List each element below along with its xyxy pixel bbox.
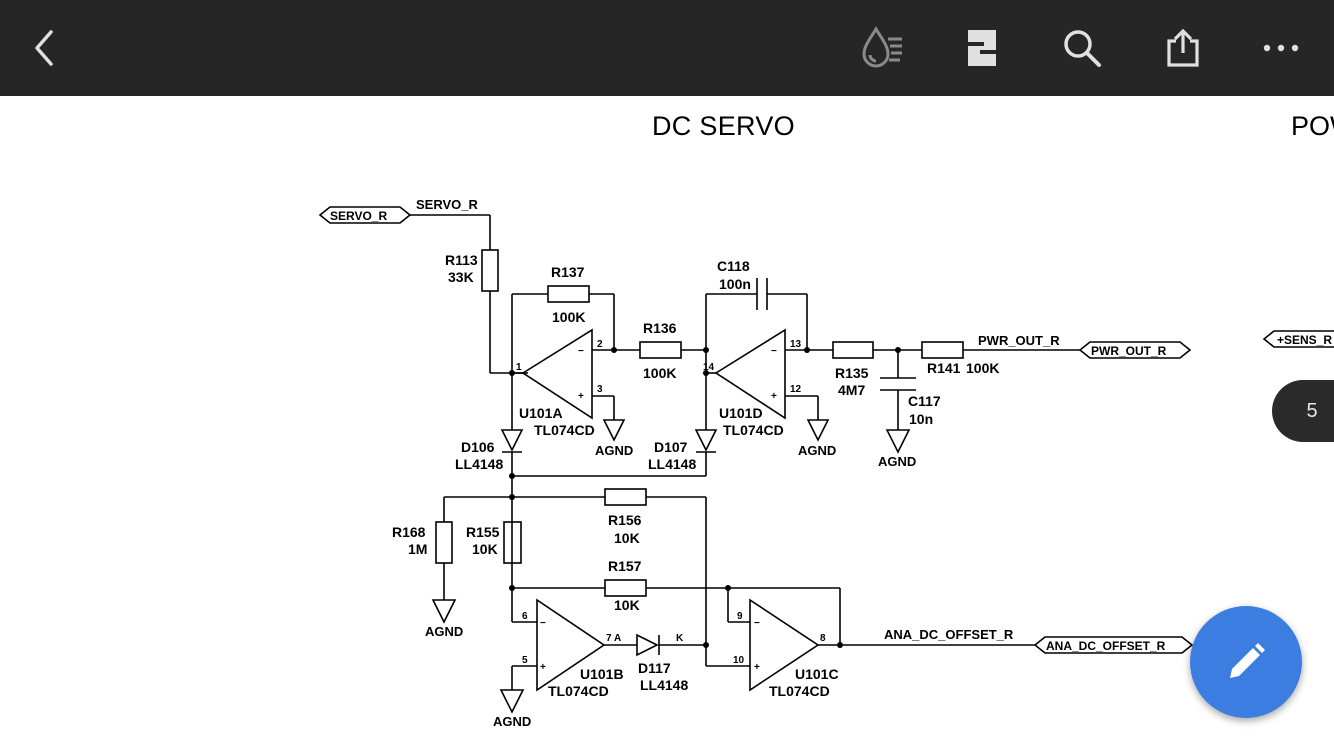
pencil-icon: [1230, 643, 1265, 678]
share-button[interactable]: [1153, 18, 1213, 78]
ink-drop-icon: [862, 26, 902, 68]
search-icon: [1064, 30, 1101, 67]
top-toolbar: [0, 0, 1334, 96]
edit-fab-button[interactable]: [1190, 606, 1302, 718]
page-indicator[interactable]: 5: [1272, 380, 1334, 442]
document-viewer[interactable]: [0, 96, 1334, 750]
back-button[interactable]: [14, 18, 74, 78]
adjacent-page-title: POW: [1291, 111, 1334, 141]
search-button[interactable]: [1052, 18, 1112, 78]
chevron-left-icon: [35, 30, 53, 66]
more-button[interactable]: [1251, 18, 1311, 78]
ink-mode-button[interactable]: [852, 18, 912, 78]
more-dots-icon: [1263, 44, 1299, 52]
reflow-button[interactable]: [952, 18, 1012, 78]
share-icon: [1167, 28, 1199, 67]
document-reflow-icon: [968, 30, 996, 66]
page-title: DC SERVO: [652, 111, 795, 141]
